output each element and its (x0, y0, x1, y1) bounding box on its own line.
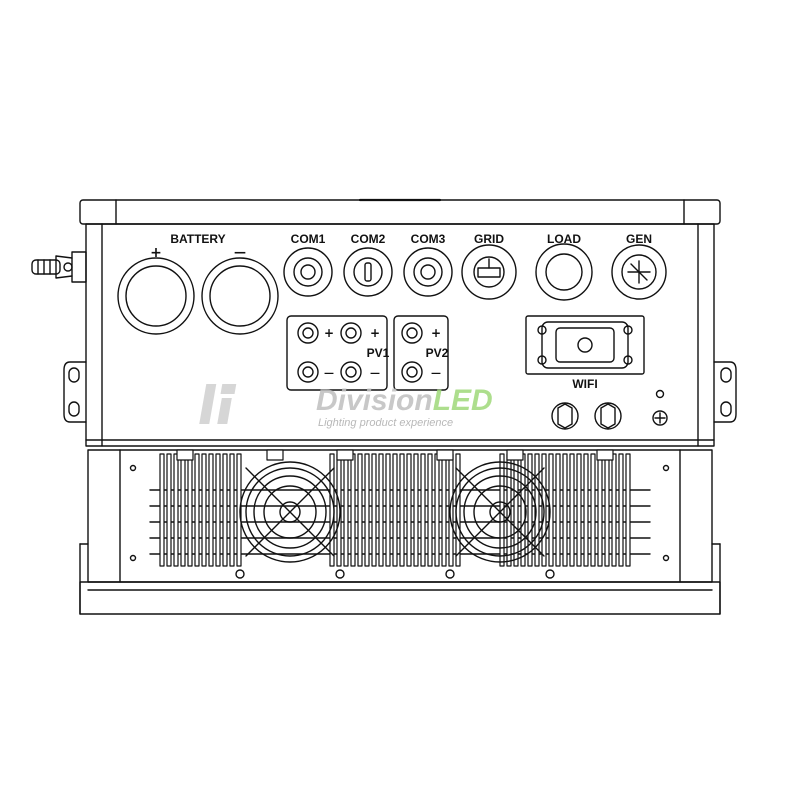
ground-terminal (652, 410, 668, 426)
cooling-fan-right (445, 461, 555, 579)
grid-connector (461, 244, 517, 300)
heatsink-fin (222, 453, 228, 567)
heatsink-fin (625, 453, 631, 567)
heatsink-fin (597, 453, 603, 567)
dc-switch-knob (31, 251, 87, 283)
heatsink-fin (406, 453, 412, 567)
main-body (85, 223, 715, 447)
battery-positive-terminal (117, 257, 195, 335)
heatsink-fin (166, 453, 172, 567)
com1-label: COM1 (291, 232, 326, 246)
heatsink-fin (548, 453, 554, 567)
battery-label: BATTERY (170, 232, 225, 246)
grid-label: GRID (474, 232, 504, 246)
cooling-fan-left (235, 461, 345, 579)
heatsink-fin (441, 453, 447, 567)
pv1-plus-a: + (324, 326, 334, 340)
heatsink-fin (420, 453, 426, 567)
battery-negative-terminal (201, 257, 279, 335)
pv2-label: PV2 (426, 346, 449, 360)
heatsink-fin (385, 453, 391, 567)
heatsink-fin (343, 453, 349, 567)
heatsink-fin (215, 453, 221, 567)
indicator-dot (655, 389, 665, 399)
heatsink-fin (611, 453, 617, 567)
heatsink-fin (173, 453, 179, 567)
heatsink-fin (583, 453, 589, 567)
heatsink-fin (180, 453, 186, 567)
right-mount-handle (713, 361, 737, 423)
heatsink-fin (194, 453, 200, 567)
heatsink-fin (413, 453, 419, 567)
pv1-plus-b: + (370, 326, 380, 340)
heatsink-fin (201, 453, 207, 567)
heatsink-fin (378, 453, 384, 567)
battery-plus-symbol: + (150, 245, 162, 261)
brand-tagline: Lighting product experience (318, 417, 453, 429)
heatsink-fin (229, 453, 235, 567)
heatsink-fin (187, 453, 193, 567)
top-lid (79, 198, 721, 225)
heatsink-fin (399, 453, 405, 567)
heatsink-fin (534, 453, 540, 567)
load-label: LOAD (547, 232, 581, 246)
heatsink-fin (392, 453, 398, 567)
com3-label: COM3 (411, 232, 446, 246)
heatsink-fin (555, 453, 561, 567)
pv2-connector-block (393, 315, 449, 391)
com3-port (403, 247, 453, 297)
wifi-module-port (525, 315, 645, 375)
heatsink-fin (236, 453, 242, 567)
heatsink-fin (576, 453, 582, 567)
left-mount-handle (63, 361, 87, 423)
heatsink-fin (364, 453, 370, 567)
com1-port (283, 247, 333, 297)
fin-mount-bracket (336, 449, 354, 461)
fin-mount-bracket (436, 449, 454, 461)
heatsink-fin (208, 453, 214, 567)
heatsink-fin (562, 453, 568, 567)
fin-mount-bracket (266, 449, 284, 461)
fin-mount-bracket (176, 449, 194, 461)
heatsink-fin (427, 453, 433, 567)
fin-mount-bracket (596, 449, 614, 461)
battery-minus-symbol: — (234, 245, 246, 259)
brand-watermark: DivisionLED Lighting product experience (199, 384, 493, 429)
pv2-plus: + (431, 326, 441, 340)
heatsink-fin (434, 453, 440, 567)
com2-label: COM2 (351, 232, 386, 246)
heatsink-fin (357, 453, 363, 567)
pv1-minus-a: — (324, 368, 334, 379)
pv1-connector-block (286, 315, 388, 391)
pv1-minus-b: — (370, 368, 380, 379)
brand-logo-icon (199, 384, 237, 424)
pv1-label: PV1 (367, 346, 390, 360)
heatsink-fin (527, 453, 533, 567)
heatsink-fin (590, 453, 596, 567)
heatsink-fin (371, 453, 377, 567)
heatsink-fin (569, 453, 575, 567)
cable-glands-small (551, 402, 622, 430)
gen-connector (611, 244, 667, 300)
heatsink-fin (618, 453, 624, 567)
gen-label: GEN (626, 232, 652, 246)
wifi-label: WIFI (572, 377, 597, 391)
com2-port (343, 247, 393, 297)
brand-name-right: LED (433, 384, 493, 417)
pv2-minus: — (431, 368, 441, 379)
fin-mount-bracket (506, 449, 524, 461)
brand-name: DivisionLED (316, 384, 493, 417)
heatsink-fin (159, 453, 165, 567)
heatsink-fins (159, 449, 631, 567)
brand-name-left: Division (316, 384, 433, 417)
heatsink-fin (604, 453, 610, 567)
heatsink-fin (350, 453, 356, 567)
load-connector (535, 243, 593, 301)
